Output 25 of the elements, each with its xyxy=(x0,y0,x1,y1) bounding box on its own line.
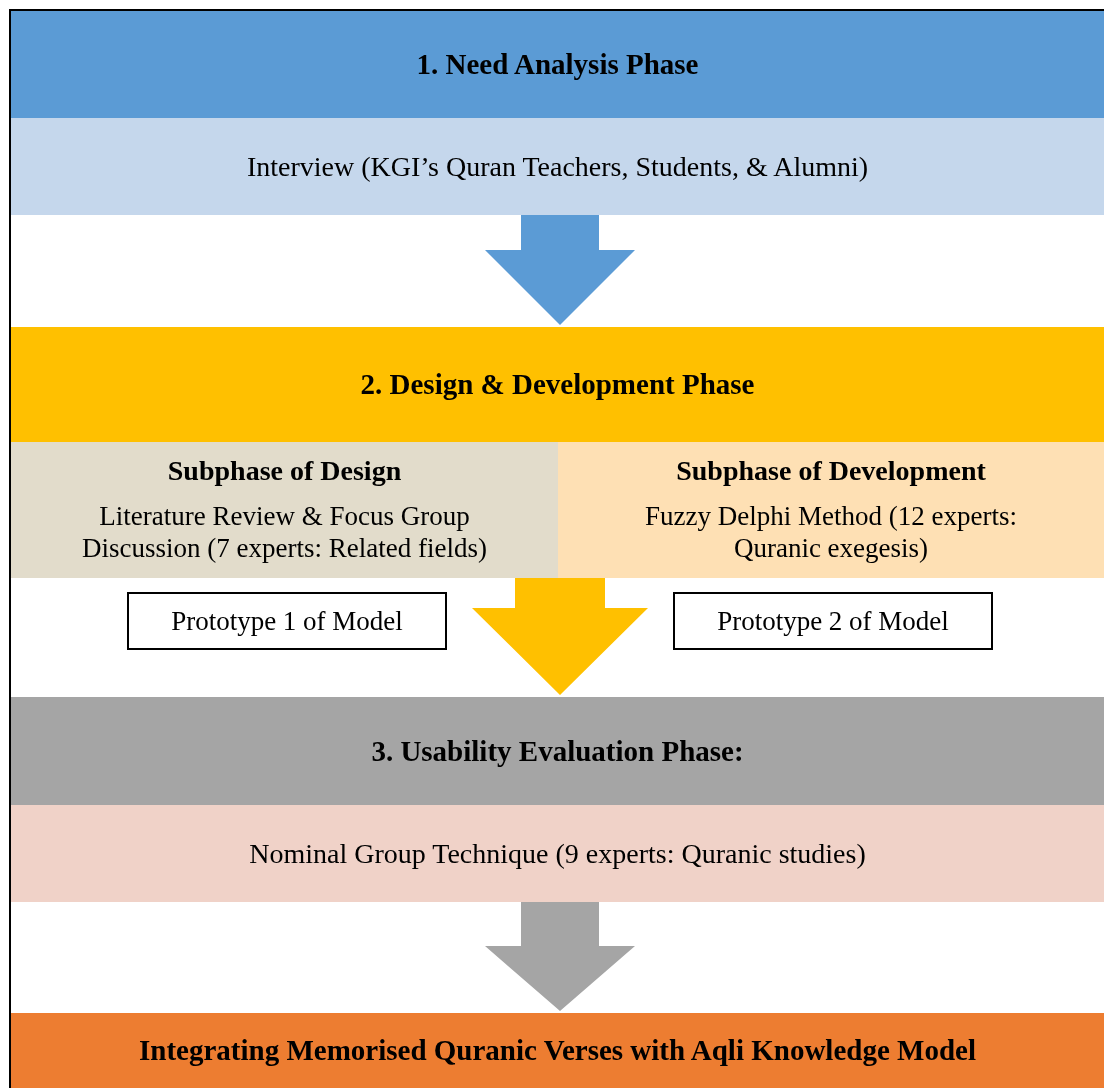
outcome-title: Integrating Memorised Quranic Verses with Aqli Knowledge Model xyxy=(138,1033,977,1068)
prototype-label: Prototype 1 of Model xyxy=(170,604,404,638)
phase-heading: 2. Design & Development Phase xyxy=(359,367,756,402)
method-text: Fuzzy Delphi Method (12 experts: Quranic exegesis) xyxy=(644,500,1018,564)
phase-heading: 3. Usability Evaluation Phase: xyxy=(370,733,745,769)
block-arrow xyxy=(485,902,635,1011)
phase-band xyxy=(11,11,1104,215)
block-arrow xyxy=(485,215,635,325)
prototype-box xyxy=(127,592,447,650)
phase-band xyxy=(11,327,1104,578)
phase-heading: 1. Need Analysis Phase xyxy=(415,47,700,82)
method-band xyxy=(11,118,1104,215)
method-text: Nominal Group Technique (9 experts: Quranic studies) xyxy=(248,836,867,871)
subphase-heading: Subphase of Design xyxy=(166,454,403,488)
method-text: Literature Review & Focus Group Discussion (7 experts: Related fields) xyxy=(81,500,488,564)
method-band xyxy=(11,805,1104,902)
prototype-label: Prototype 2 of Model xyxy=(716,604,950,638)
subphase-heading: Subphase of Development xyxy=(675,454,987,488)
method-text: Interview (KGI’s Quran Teachers, Students, & Alumni) xyxy=(245,149,870,184)
prototype-box xyxy=(673,592,993,650)
phase-band xyxy=(11,697,1104,902)
subphase-panel xyxy=(11,442,558,578)
block-arrow xyxy=(472,578,648,695)
subphase-panel xyxy=(558,442,1104,578)
outcome-band xyxy=(11,1013,1104,1088)
